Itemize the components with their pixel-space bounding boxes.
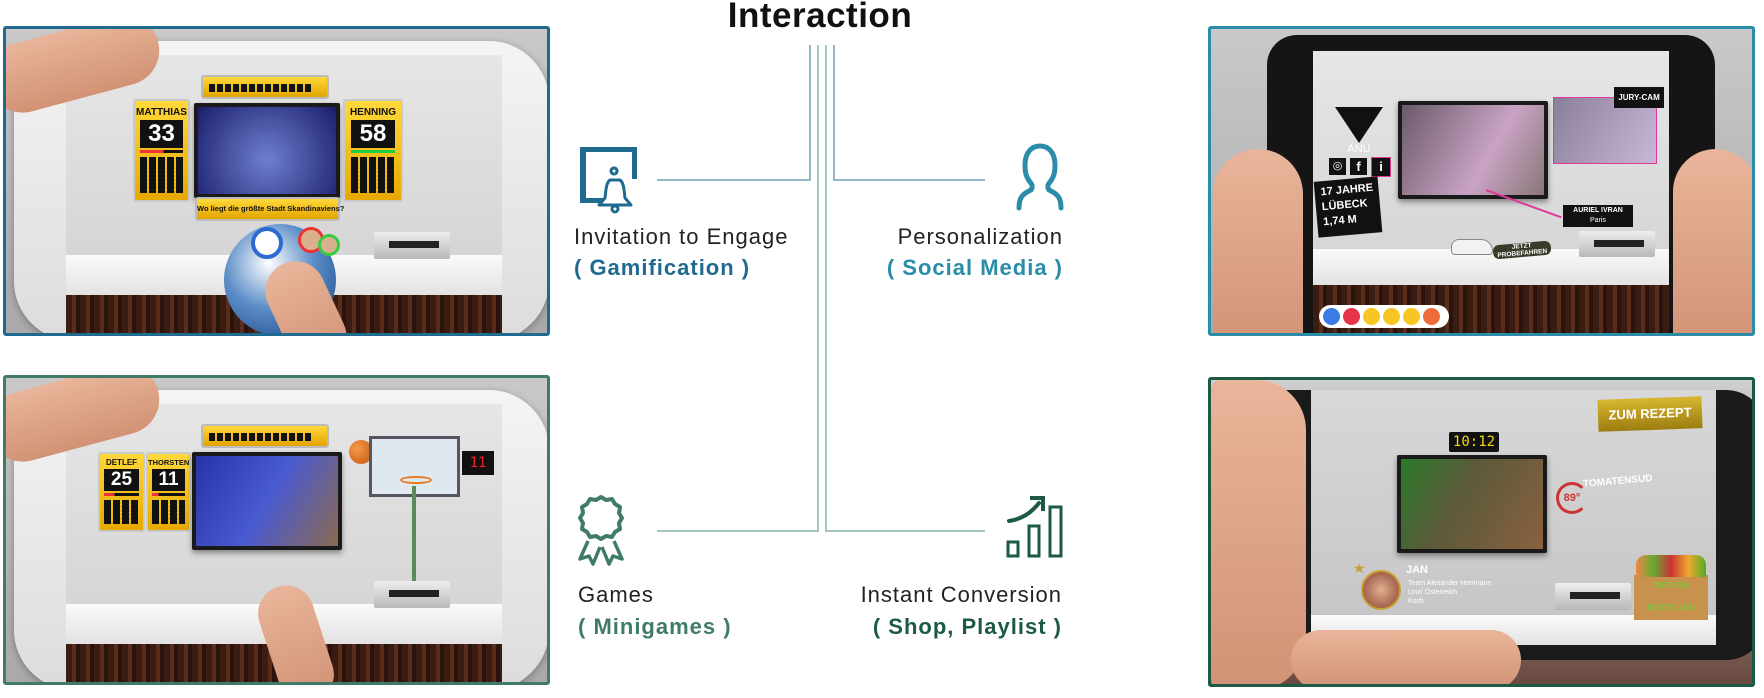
player-card: MATTHIAS 33 xyxy=(133,99,190,202)
award-icon xyxy=(577,494,625,568)
tv-screen xyxy=(194,103,340,198)
timer-display: 10:12 xyxy=(1449,432,1499,452)
info-height: 1,74 M xyxy=(1322,213,1358,229)
recipe-button[interactable]: ZUM REZEPT xyxy=(1597,396,1703,432)
connector-line xyxy=(657,530,819,532)
player-score: 11 xyxy=(152,469,185,491)
player-name: THORSTEN xyxy=(148,458,190,467)
connector-line xyxy=(657,179,811,181)
designer-tag[interactable]: AURIEL IVRAN Paris xyxy=(1563,205,1633,227)
basketball-hoop xyxy=(400,476,432,484)
chef-role: Koch xyxy=(1408,598,1424,605)
growth-chart-icon xyxy=(1006,494,1064,560)
player-card: HENNING 58 xyxy=(343,99,403,202)
map-pin-user-icon[interactable] xyxy=(251,227,283,259)
profile-triangle xyxy=(1335,107,1383,143)
tv-screen xyxy=(1398,101,1548,199)
info-icon[interactable]: i xyxy=(1371,157,1391,177)
sad-reaction-icon[interactable] xyxy=(1403,308,1420,325)
tv-screen xyxy=(1397,455,1547,553)
question-bar: Wo liegt die größte Stadt Skandinaviens? xyxy=(195,197,344,221)
hoop-pole xyxy=(412,486,416,582)
chef-name: JAN xyxy=(1406,564,1429,576)
player-score: 58 xyxy=(350,120,396,148)
hand xyxy=(1211,380,1306,684)
shot-counter: 11 xyxy=(462,451,494,475)
reaction-bar xyxy=(1319,305,1449,328)
cooking-ar-screenshot: ZUM REZEPT 10:12 89° TOMATENSUD ★ JAN Te… xyxy=(1208,377,1755,687)
vegetables xyxy=(1636,555,1706,577)
car-ad-icon[interactable] xyxy=(1451,239,1493,255)
av-receiver xyxy=(374,581,450,608)
player-name: MATTHIAS xyxy=(136,107,187,118)
jury-cam-view[interactable] xyxy=(1553,97,1657,164)
chef-avatar[interactable] xyxy=(1361,570,1401,610)
contestant-name: ANU xyxy=(1347,143,1371,155)
like-reaction-icon[interactable] xyxy=(1323,308,1340,325)
star-rating-icon: ★ xyxy=(1353,560,1366,576)
player-score: 33 xyxy=(140,120,183,148)
left-hand xyxy=(1213,149,1303,333)
haha-reaction-icon[interactable] xyxy=(1363,308,1380,325)
social-ar-screenshot: ANU ◎ f i 17 JAHRE LÜBECK 1,74 M JURY-CA… xyxy=(1208,26,1755,336)
map-pin-player-icon[interactable] xyxy=(318,234,340,256)
round-progress-bar xyxy=(201,424,329,448)
bell-screen-icon xyxy=(577,144,639,214)
wow-reaction-icon[interactable] xyxy=(1383,308,1400,325)
connector-line xyxy=(825,45,827,532)
temperature-gauge: 89° xyxy=(1556,482,1588,514)
connector-line xyxy=(833,179,985,181)
temperature-value: 89° xyxy=(1563,492,1581,504)
instagram-icon[interactable]: ◎ xyxy=(1329,158,1346,175)
av-receiver xyxy=(1579,231,1655,257)
person-icon xyxy=(1015,142,1065,212)
right-hand xyxy=(1673,149,1752,333)
tv-screen xyxy=(192,452,342,550)
feature-label-games: Games xyxy=(578,582,654,607)
order-ingredients-box[interactable]: ZUTATEN BESTELLEN xyxy=(1634,575,1708,620)
player-card: DETLEF 25 xyxy=(98,452,145,532)
jury-cam-label: JURY-CAM xyxy=(1614,87,1664,108)
feature-sub-gamification: ( Gamification ) xyxy=(574,255,751,280)
designer-name: AURIEL IVRAN xyxy=(1573,207,1623,214)
love-reaction-icon[interactable] xyxy=(1343,308,1360,325)
thumb xyxy=(1291,630,1521,684)
connector-line xyxy=(817,45,819,532)
connector-line xyxy=(825,530,985,532)
contestant-info-box: 17 JAHRE LÜBECK 1,74 M xyxy=(1313,176,1383,238)
player-name: DETLEF xyxy=(105,458,138,467)
chef-details: Team Alexander Herrmann Linz/ Österreich… xyxy=(1408,579,1491,606)
feature-sub-shop-playlist: ( Shop, Playlist ) xyxy=(872,614,1062,639)
order-line1: ZUTATEN xyxy=(1652,581,1690,590)
chef-city: Linz/ Österreich xyxy=(1408,589,1458,596)
connector-line xyxy=(833,45,835,181)
order-line2: BESTELLEN xyxy=(1647,603,1695,612)
av-receiver xyxy=(1555,583,1631,610)
feature-label-conversion: Instant Conversion xyxy=(860,582,1062,607)
angry-reaction-icon[interactable] xyxy=(1423,308,1440,325)
player-card: THORSTEN 11 xyxy=(146,452,191,532)
page-title: Interaction xyxy=(727,0,913,35)
minigame-ar-screenshot: DETLEF 25 THORSTEN 11 11 xyxy=(3,375,550,685)
designer-city: Paris xyxy=(1590,217,1606,224)
quiz-ar-screenshot: MATTHIAS 33 HENNING 58 Wo liegt die größ… xyxy=(3,26,550,336)
player-score: 25 xyxy=(104,469,139,491)
question-text: Wo liegt die größte Stadt Skandinaviens? xyxy=(197,204,345,213)
av-receiver xyxy=(374,232,450,259)
connector-line xyxy=(809,45,811,181)
feature-sub-minigames: ( Minigames ) xyxy=(578,614,732,639)
facebook-icon[interactable]: f xyxy=(1350,158,1367,175)
round-progress-bar xyxy=(201,75,329,99)
chef-team: Team Alexander Herrmann xyxy=(1408,580,1492,587)
feature-label-invitation: Invitation to Engage xyxy=(574,224,789,249)
player-name: HENNING xyxy=(349,107,397,118)
feature-label-personalization: Personalization xyxy=(897,224,1063,249)
feature-sub-social-media: ( Social Media ) xyxy=(886,255,1063,280)
